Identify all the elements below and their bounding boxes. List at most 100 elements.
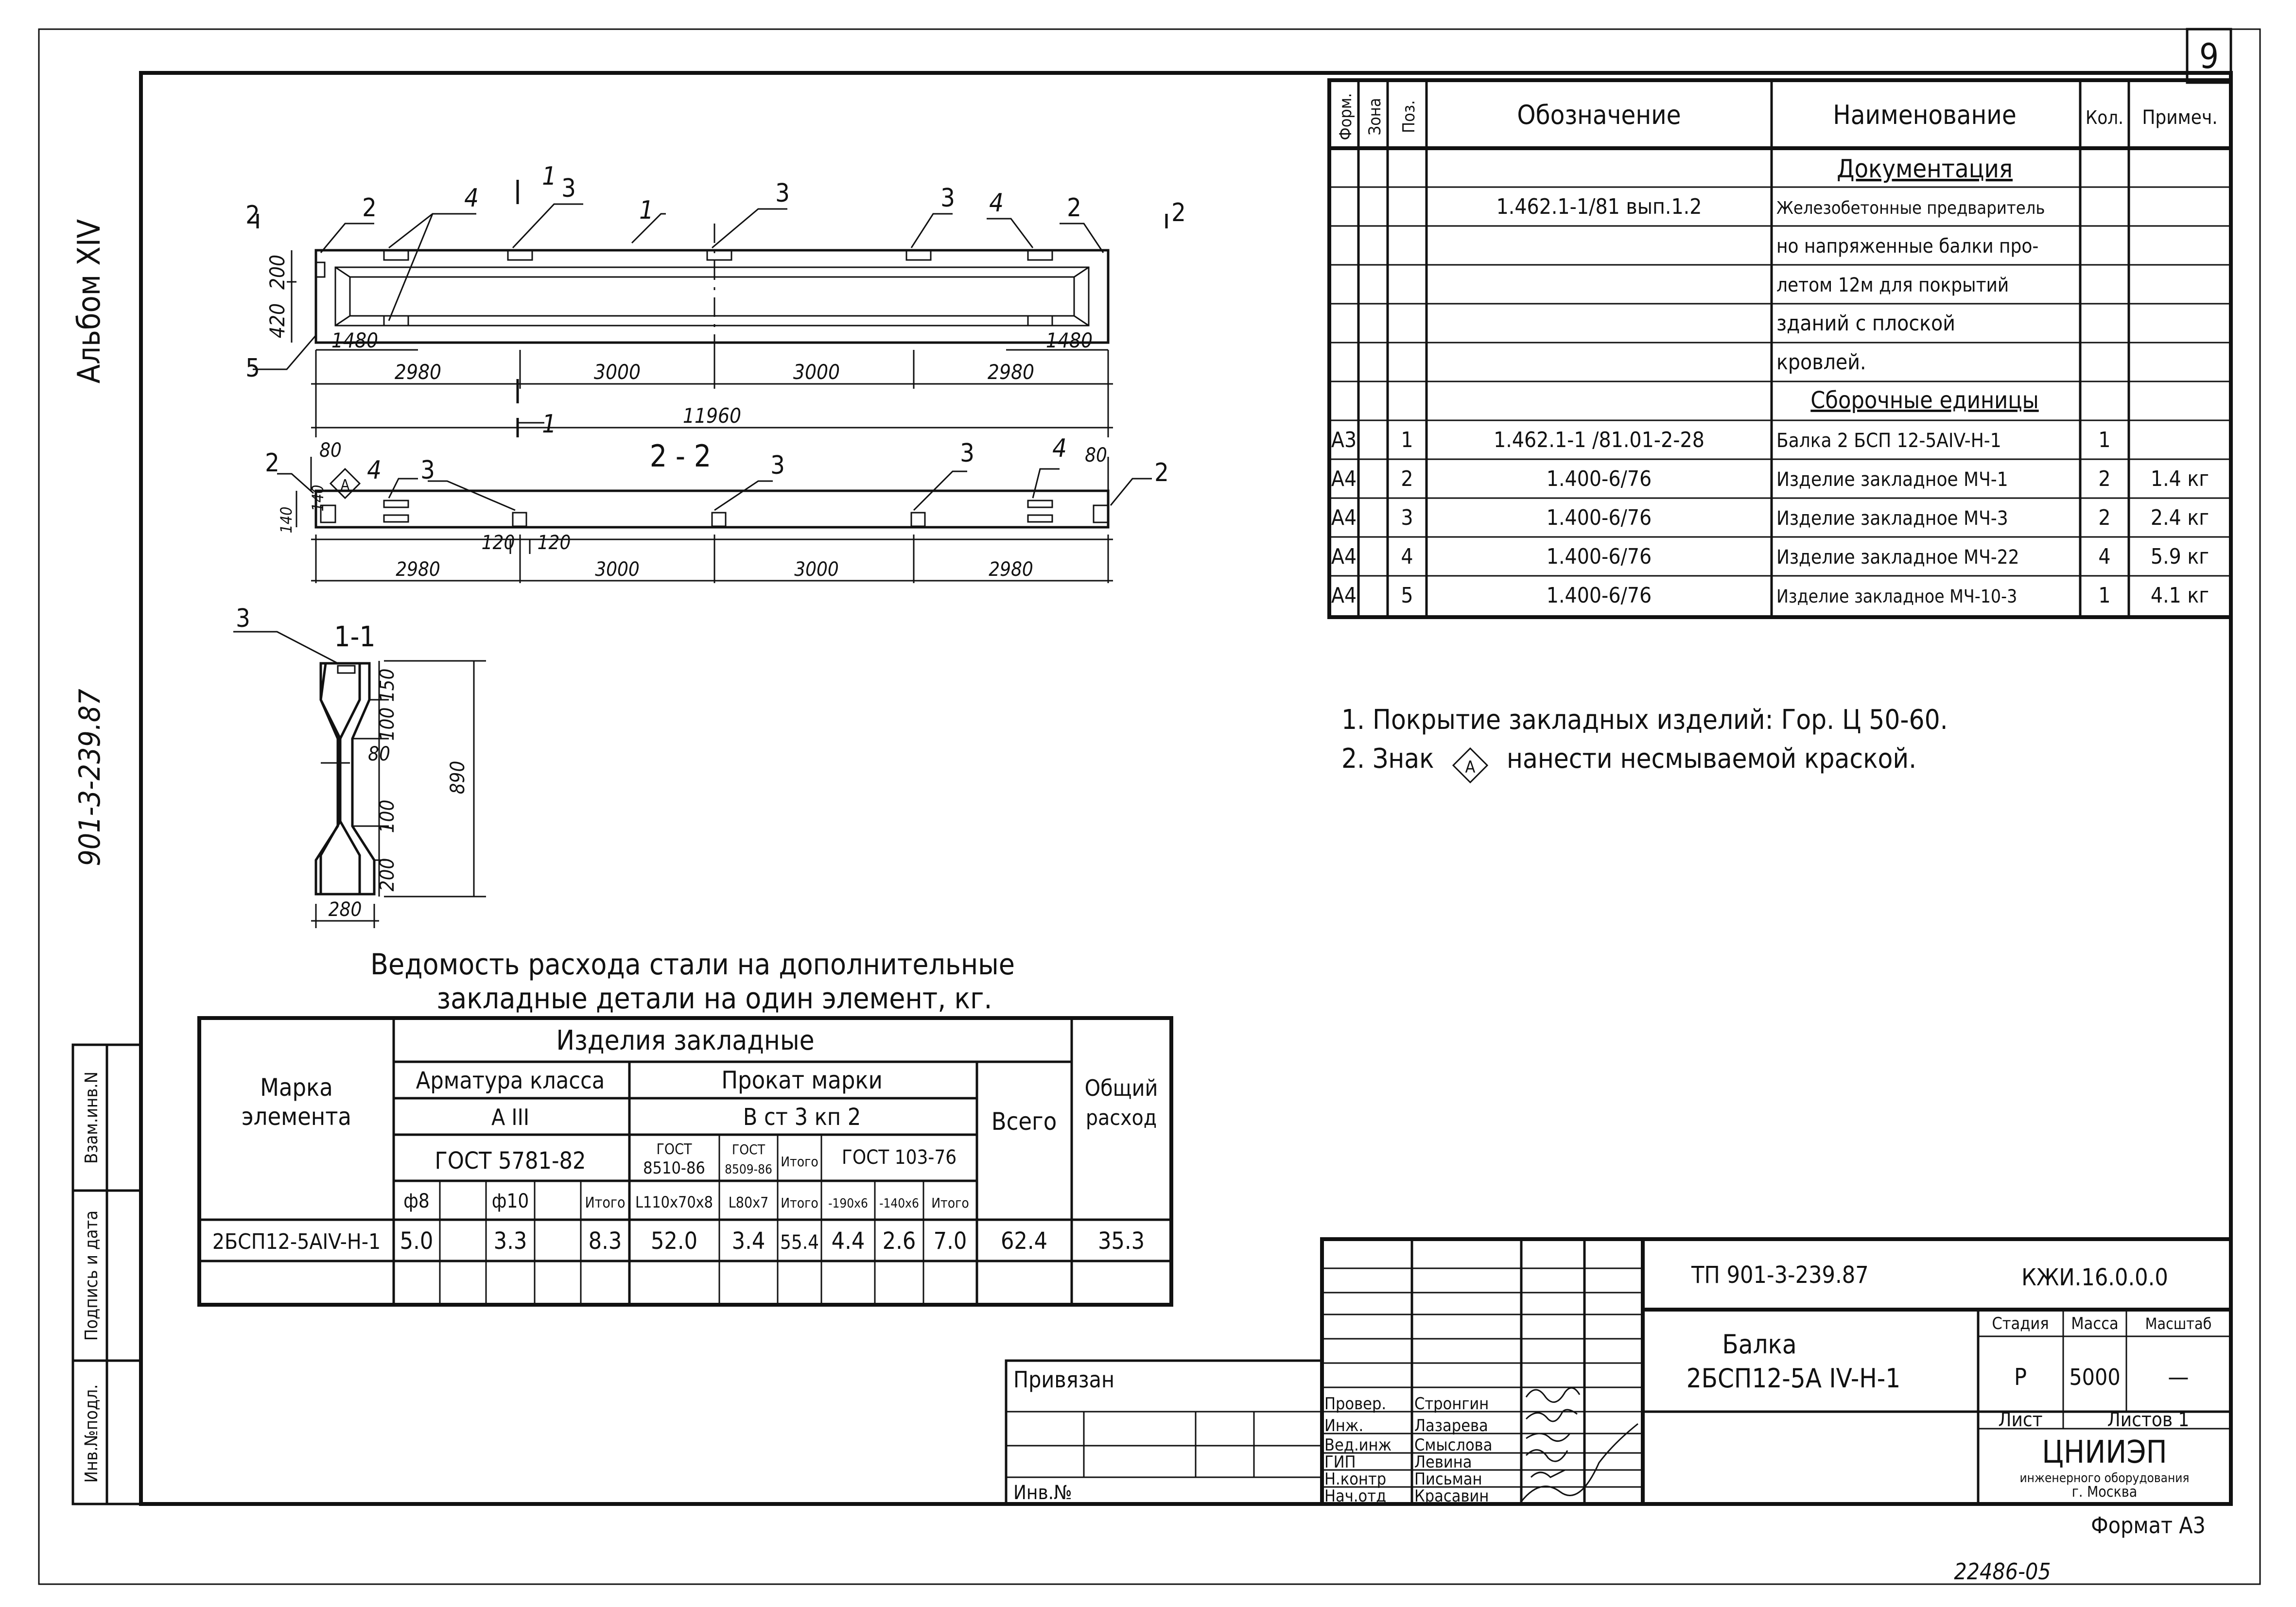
- title-line1: Балка: [1722, 1329, 1796, 1360]
- steel-table-title: Ведомость расхода стали на дополнительны…: [370, 948, 1015, 1016]
- spec-r9-designation: 1.400-6/76: [1547, 505, 1652, 530]
- steel-row-itogo-strip: 7.0: [934, 1227, 967, 1255]
- a-mark-elevation: А: [341, 477, 350, 494]
- spec-r2-name: но напряженные балки про-: [1776, 235, 2038, 258]
- spec-h-format: Форм.: [1336, 93, 1356, 140]
- spec-h-designation: Обозначение: [1517, 100, 1681, 130]
- elev-dim-3000-a: 3000: [595, 558, 640, 581]
- spec-table: [1327, 78, 2233, 619]
- dim-3000-a: 3000: [594, 360, 641, 384]
- spec-r7-qty: 1: [2098, 428, 2110, 452]
- beam-elevation-2-2: [277, 457, 1152, 583]
- sheet-code: КЖИ.16.0.0.0: [2021, 1264, 2168, 1291]
- dim-2980-right: 2980: [988, 360, 1034, 384]
- spec-r9-qty: 2: [2098, 505, 2110, 530]
- plan-marks: 2 2 1 1 2 4 3 1 3 3 4 2 5: [245, 162, 1186, 439]
- steel-h-mark-2: элемента: [242, 1103, 351, 1131]
- sheet-number: 9: [2199, 36, 2219, 76]
- elev-dim-3000-b: 3000: [794, 558, 839, 581]
- side-stamp-sign: Подпись и дата: [82, 1210, 102, 1341]
- elev-pos-4-left: 4: [367, 456, 382, 485]
- plan-pos-2-left: 2: [362, 193, 377, 223]
- steel-h-gost2-a: ГОСТ: [732, 1141, 765, 1158]
- title-line2: 2БСП12-5А IV-Н-1: [1687, 1363, 1901, 1394]
- signer-role-6: Нач.отд: [1324, 1486, 1386, 1506]
- steel-sub-f8: ф8: [403, 1190, 430, 1212]
- title-block-text: Привязан Инв.№ ТП 901-3-239.87 КЖИ.16.0.…: [1013, 1261, 2211, 1504]
- signer-name-6: Красавин: [1414, 1486, 1489, 1506]
- scale-header: Масштаб: [2145, 1314, 2212, 1333]
- signer-role-1: Провер.: [1324, 1394, 1386, 1414]
- sheet-frame: [38, 28, 2261, 1585]
- spec-section-assemblies: Сборочные единицы: [1810, 387, 2038, 414]
- steel-h-rolled-grade: В ст 3 кп 2: [743, 1104, 861, 1131]
- dim-11960: 11960: [683, 404, 741, 428]
- inv-label: Инв.№: [1013, 1482, 1072, 1504]
- sheet-header: Лист: [1998, 1409, 2042, 1431]
- spec-h-note: Примеч.: [2142, 106, 2217, 129]
- org-city: г. Москва: [2072, 1484, 2138, 1501]
- steel-h-vsego: Всего: [991, 1107, 1057, 1136]
- spec-table-rows: Документация 1.462.1-1/81 вып.1.2 Железо…: [1331, 155, 2209, 608]
- signer-name-2: Лазарева: [1414, 1416, 1488, 1435]
- steel-h-rebar-gost: ГОСТ 5781-82: [435, 1147, 586, 1175]
- steel-sub-angle2: L80х7: [729, 1194, 769, 1211]
- title-block: [1005, 1237, 2233, 1506]
- spec-r1-designation: 1.462.1-1/81 вып.1.2: [1496, 194, 1702, 219]
- mass-header: Масса: [2071, 1314, 2119, 1333]
- spec-r10-name: Изделие закладное МЧ-22: [1776, 546, 2019, 569]
- plan-pos-3-b: 3: [775, 179, 790, 208]
- spec-r10-designation: 1.400-6/76: [1547, 544, 1652, 569]
- steel-sub-strip2: -140х6: [879, 1196, 919, 1211]
- dim-1480-right: 1480: [1046, 328, 1093, 352]
- elevation-labels: 2 - 2 2 4 3 3 3 4 2 А: [265, 434, 1169, 494]
- steel-h-gost1-a: ГОСТ: [656, 1141, 692, 1158]
- steel-row-itogo-rebar: 8.3: [589, 1227, 622, 1255]
- spec-r11-qty: 1: [2098, 583, 2110, 608]
- signer-role-4: ГИП: [1324, 1452, 1356, 1472]
- elevation-dimensions: 80 140 140 80 120 120 2980 3000 3000 298…: [277, 439, 1107, 581]
- spec-r3-name: летом 12м для покрытий: [1776, 274, 2009, 296]
- spec-section-docs: Документация: [1837, 155, 2013, 184]
- note-2-start: 2. Знак: [1341, 743, 1434, 775]
- signer-name-4: Левина: [1414, 1452, 1472, 1472]
- signer-role-3: Вед.инж: [1324, 1435, 1392, 1455]
- spec-r11-name: Изделие закладное МЧ-10-3: [1776, 586, 2017, 607]
- spec-r9-name: Изделие закладное МЧ-3: [1776, 507, 2008, 530]
- steel-row-vsego: 62.4: [1001, 1227, 1047, 1255]
- stage-value: Р: [2014, 1364, 2027, 1391]
- spec-h-name: Наименование: [1833, 100, 2017, 130]
- dim-420: 420: [265, 303, 289, 338]
- steel-h-itogo-rolled: Итого: [781, 1154, 818, 1170]
- sec-dim-100-bottom: 100: [376, 800, 399, 833]
- binding-label: Привязан: [1013, 1366, 1114, 1393]
- dim-120-left: 120: [482, 532, 515, 554]
- sheets-header: Листов 1: [2107, 1409, 2190, 1431]
- bottom-code: 22486-05: [1954, 1558, 2051, 1585]
- steel-table-subheader: ф8 ф10 Итого L110х70х8 L80х7 Итого -190х…: [403, 1190, 969, 1212]
- spec-r8-format: А4: [1331, 467, 1357, 491]
- view-mark-left: 2: [245, 201, 260, 230]
- steel-h-products: Изделия закладные: [556, 1025, 814, 1056]
- steel-sub-strip1: -190х6: [828, 1196, 868, 1211]
- spec-r8-name: Изделие закладное МЧ-1: [1776, 468, 2008, 491]
- steel-table: [197, 1016, 1173, 1307]
- dim-120-right: 120: [538, 532, 571, 554]
- dim-2980-left: 2980: [395, 360, 441, 384]
- spec-r4-name: зданий с плоской: [1776, 311, 1955, 336]
- note-2-end: нанести несмываемой краской.: [1507, 743, 1916, 775]
- plan-dimensions: 200 420 1480 1480 2980 3000 3000 2980 11…: [265, 255, 1093, 428]
- steel-h-gost1-b: 8510-86: [643, 1158, 705, 1178]
- dim-80-left: 80: [319, 439, 342, 462]
- steel-sub-itogo-rebar: Итого: [585, 1194, 625, 1211]
- signatures: [1520, 1387, 1638, 1502]
- sec-dim-150: 150: [376, 669, 399, 702]
- signer-name-1: Стронгин: [1414, 1394, 1489, 1414]
- steel-h-rolled: Прокат марки: [721, 1066, 883, 1094]
- steel-sub-itogo-angle: Итого: [781, 1195, 818, 1211]
- spec-r7-pos: 1: [1401, 428, 1413, 452]
- spec-h-qty: Кол.: [2086, 107, 2123, 128]
- beam-plan-view: [253, 180, 1168, 437]
- steel-h-total-2: расход: [1086, 1106, 1157, 1130]
- spec-r11-designation: 1.400-6/76: [1547, 583, 1652, 608]
